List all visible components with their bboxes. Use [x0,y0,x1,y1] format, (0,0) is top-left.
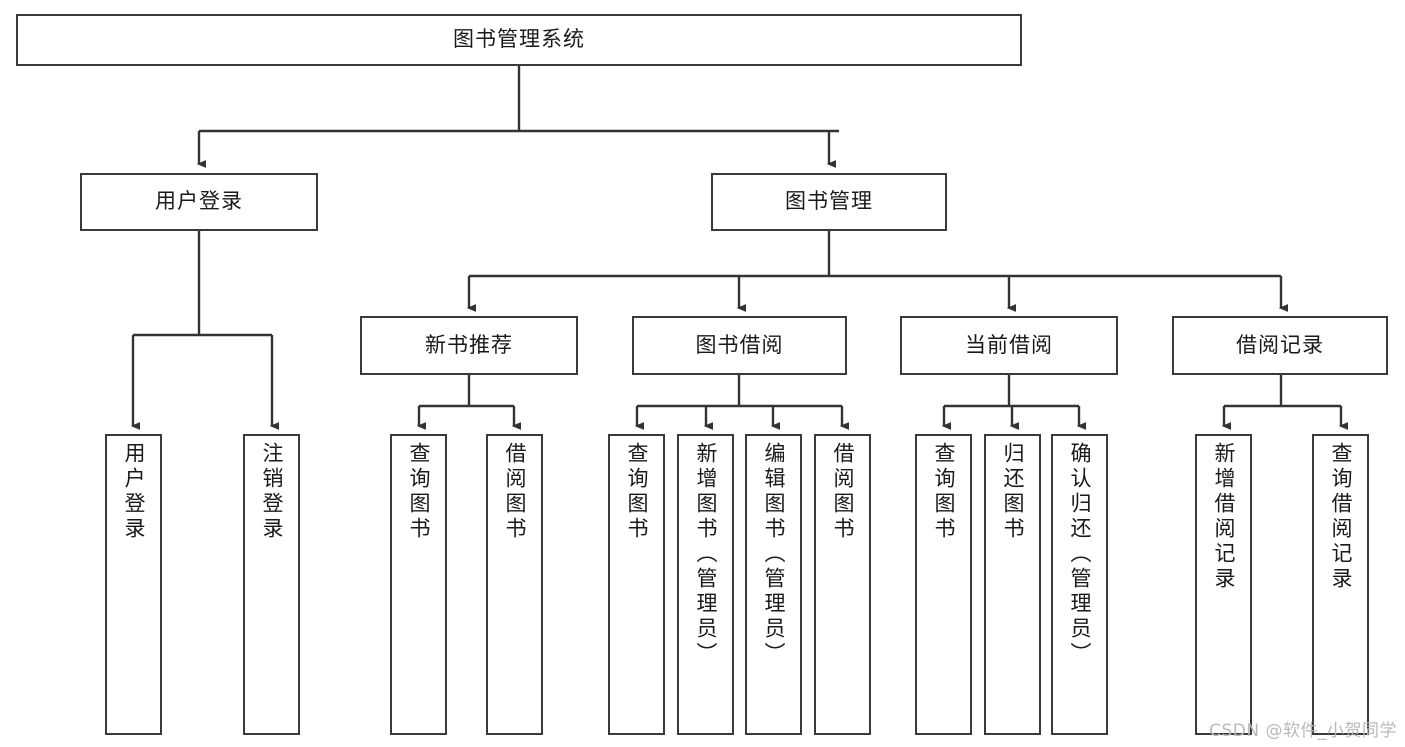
leaf-label: 查询图书 [932,442,956,542]
leaf-new-book-query[interactable]: 查询图书 [390,434,447,735]
leaf-label: 借阅图书 [831,442,855,542]
leaf-current-borrow-confirm[interactable]: 确认归还（管理员） [1051,434,1108,735]
leaf-user-login-login[interactable]: 用户登录 [105,434,162,735]
node-root-label: 图书管理系统 [453,27,585,52]
leaf-borrow-record-query[interactable]: 查询借阅记录 [1312,434,1369,735]
leaf-label: 用户登录 [122,442,146,542]
leaf-label: 新增借阅记录 [1212,442,1236,592]
leaf-book-borrow-add[interactable]: 新增图书（管理员） [677,434,734,735]
leaf-user-login-logout[interactable]: 注销登录 [243,434,300,735]
node-current-borrow[interactable]: 当前借阅 [900,316,1118,375]
leaf-label: 新增图书（管理员） [694,442,718,667]
leaf-label: 查询图书 [407,442,431,542]
leaf-book-borrow-borrow[interactable]: 借阅图书 [814,434,871,735]
leaf-book-borrow-query[interactable]: 查询图书 [608,434,665,735]
leaf-label: 编辑图书（管理员） [762,442,786,667]
node-book-management-label: 图书管理 [785,189,873,214]
node-current-borrow-label: 当前借阅 [965,332,1053,357]
leaf-current-borrow-return[interactable]: 归还图书 [984,434,1041,735]
leaf-book-borrow-edit[interactable]: 编辑图书（管理员） [745,434,802,735]
leaf-label: 归还图书 [1001,442,1025,542]
leaf-label: 确认归还（管理员） [1068,442,1092,667]
leaf-current-borrow-query[interactable]: 查询图书 [915,434,972,735]
node-book-management[interactable]: 图书管理 [711,173,947,231]
node-borrow-record-label: 借阅记录 [1236,332,1324,357]
leaf-borrow-record-add[interactable]: 新增借阅记录 [1195,434,1252,735]
watermark-text: CSDN @软件_小贺同学 [1209,721,1397,741]
leaf-label: 借阅图书 [503,442,527,542]
node-book-borrow[interactable]: 图书借阅 [632,316,847,375]
node-new-book-recommend-label: 新书推荐 [425,332,513,357]
node-book-borrow-label: 图书借阅 [695,332,784,357]
node-root[interactable]: 图书管理系统 [16,14,1022,66]
node-new-book-recommend[interactable]: 新书推荐 [360,316,578,375]
leaf-label: 注销登录 [260,442,284,542]
node-user-login-label: 用户登录 [155,189,243,214]
leaf-label: 查询图书 [625,442,649,542]
node-user-login[interactable]: 用户登录 [80,173,318,231]
leaf-new-book-borrow[interactable]: 借阅图书 [486,434,543,735]
node-borrow-record[interactable]: 借阅记录 [1172,316,1388,375]
leaf-label: 查询借阅记录 [1329,442,1353,592]
